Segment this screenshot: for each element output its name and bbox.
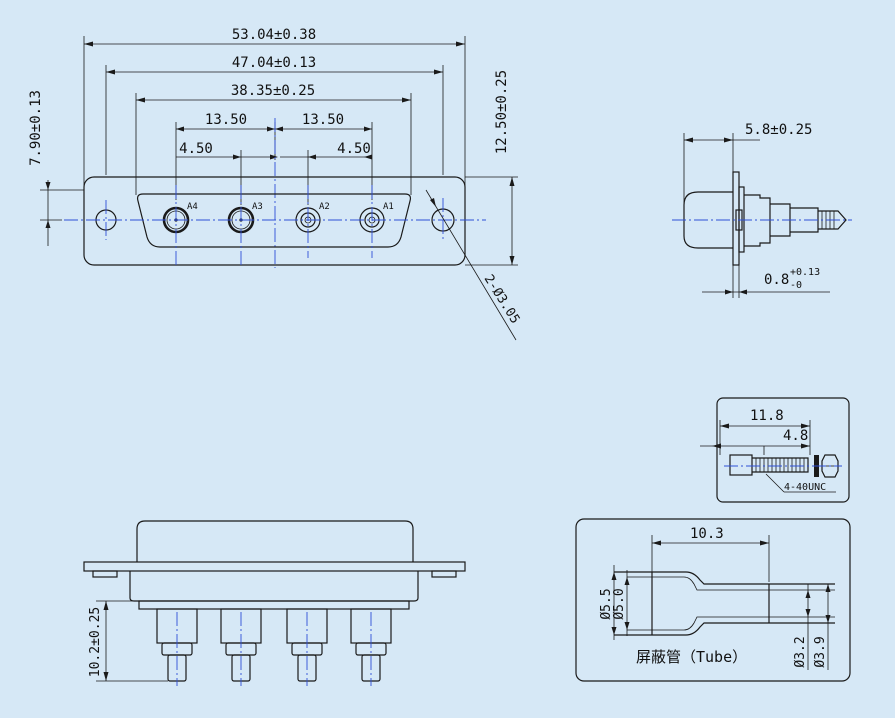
- tube-detail: 10.3 Ø5.5 Ø5.0 Ø3.2 Ø3.9 屏蔽管（Tube）: [575, 518, 851, 682]
- dim-overall-width: 53.04±0.38: [232, 27, 316, 43]
- dim-pitch-right: 13.50: [302, 112, 344, 128]
- tube-label: 屏蔽管（Tube）: [636, 648, 747, 666]
- side-view: 5.8±0.25 0.8 +0.13 -0: [672, 122, 852, 298]
- dim-od-large: Ø5.5: [599, 588, 614, 619]
- dim-pin-length: 10.2±0.25: [88, 607, 103, 677]
- dim-id-small: Ø3.2: [793, 636, 808, 667]
- contact-label-a2: A2: [319, 202, 330, 212]
- contact-label-a1: A1: [383, 202, 394, 212]
- pin-3: [286, 608, 328, 686]
- dim-offset-right: 4.50: [337, 141, 371, 157]
- dim-height-right: 12.50±0.25: [494, 70, 510, 154]
- contact-label-a4: A4: [187, 202, 198, 212]
- dim-tube-length: 10.3: [690, 526, 724, 542]
- front-view: 53.04±0.38 47.04±0.13 38.35±0.25 13.50 1…: [28, 27, 523, 341]
- thread-spec: 4-40UNC: [784, 482, 826, 493]
- dim-flange-base: 0.8: [764, 272, 789, 288]
- dim-screw-length: 11.8: [750, 408, 784, 424]
- bottom-view: 10.2±0.25: [83, 520, 466, 686]
- dim-pitch-left: 13.50: [205, 112, 247, 128]
- dim-mount-width: 47.04±0.13: [232, 55, 316, 71]
- pin-2: [220, 608, 262, 686]
- contact-a1: A1: [359, 202, 394, 233]
- dim-thread-length: 4.8: [783, 428, 808, 444]
- contact-a4: A4: [162, 202, 198, 234]
- dim-offset-left: 4.50: [179, 141, 213, 157]
- contact-label-a3: A3: [252, 202, 263, 212]
- pin-4: [350, 608, 392, 686]
- dim-flange-tol-plus: +0.13: [790, 267, 820, 278]
- dim-flange-tol-minus: -0: [790, 280, 802, 291]
- hole-callout: 2-Ø3.05: [481, 272, 523, 326]
- dim-shell-width: 38.35±0.25: [231, 83, 315, 99]
- contact-a3: A3: [227, 202, 263, 234]
- pin-1: [156, 608, 198, 686]
- dim-id-large: Ø5.0: [612, 588, 627, 619]
- screw-detail: 11.8 4.8 4-40UNC: [700, 397, 850, 503]
- contact-a2: A2: [295, 202, 330, 233]
- dim-od-small: Ø3.9: [813, 636, 828, 667]
- dim-height-left: 7.90±0.13: [28, 90, 44, 166]
- dim-depth: 5.8±0.25: [745, 122, 812, 138]
